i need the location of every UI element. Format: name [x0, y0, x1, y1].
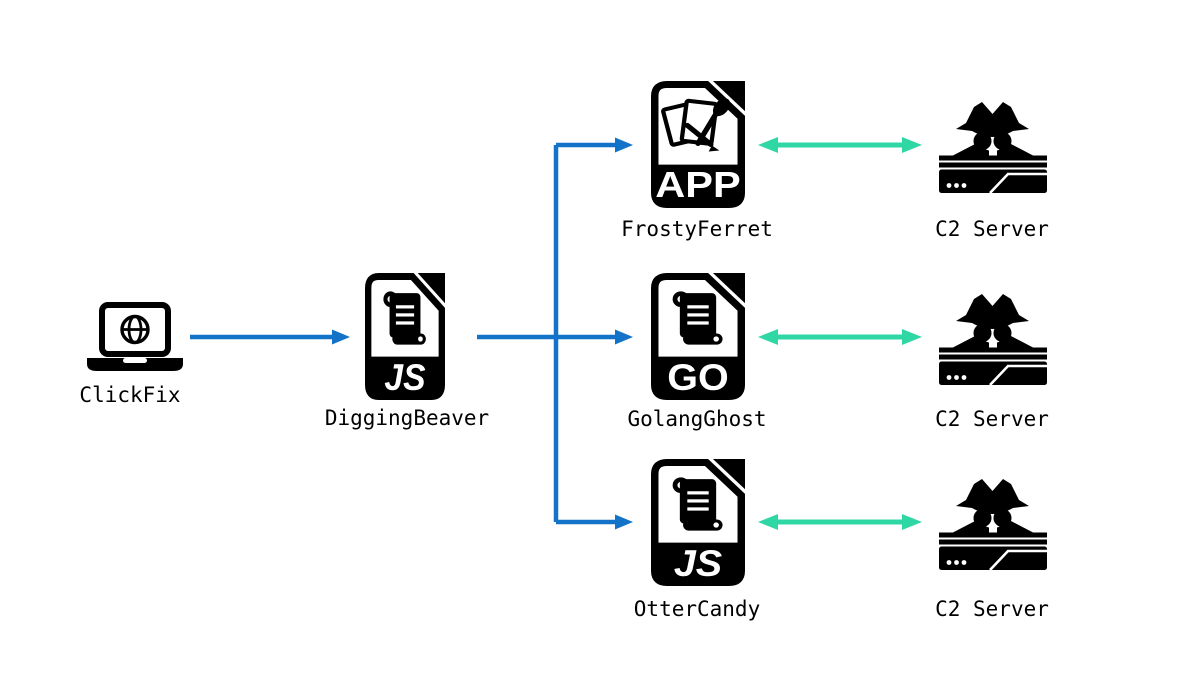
- scroll-glyph: [383, 291, 426, 345]
- arrow-golangghost-c2: [758, 329, 922, 345]
- diggingbeaver-label: DiggingBeaver: [324, 406, 490, 430]
- go-script-file-icon: GO: [651, 273, 745, 400]
- file-type-badge: JS: [674, 543, 723, 585]
- app-art-glyph: [661, 98, 731, 152]
- globe-icon: [120, 314, 150, 345]
- c2-top-label: C2 Server: [935, 217, 1049, 241]
- clickfix-label: ClickFix: [79, 383, 181, 407]
- laptop-globe-icon: [87, 302, 183, 371]
- js-script-file-icon: JS: [651, 459, 745, 586]
- c2-middle-label: C2 Server: [935, 407, 1049, 431]
- js-script-file-icon: JS: [365, 273, 445, 400]
- arrow-diggingbeaver-to-golangghost: [477, 329, 633, 345]
- ottercandy-label: OtterCandy: [633, 597, 761, 621]
- folded-corner: [712, 273, 745, 304]
- golangghost-label: GolangGhost: [627, 407, 767, 431]
- file-type-badge: GO: [667, 357, 728, 399]
- spy-server-icon: [939, 102, 1047, 193]
- arrow-ottercandy-c2: [758, 514, 922, 530]
- arrow-diggingbeaver-to-ottercandy: [556, 514, 633, 530]
- file-type-badge: APP: [655, 164, 740, 205]
- folded-corner: [712, 81, 745, 112]
- scroll-glyph: [672, 477, 723, 531]
- c2-bottom-label: C2 Server: [935, 597, 1049, 621]
- file-type-badge: JS: [384, 356, 425, 398]
- arrow-diggingbeaver-to-frostyferret: [556, 137, 633, 153]
- frostyferret-label: FrostyFerret: [621, 217, 773, 241]
- app-file-icon: APP: [651, 81, 745, 208]
- arrow-frostyferret-c2: [758, 137, 922, 153]
- folded-corner: [712, 459, 745, 490]
- spy-server-icon: [939, 479, 1047, 570]
- spy-server-icon: [939, 294, 1047, 385]
- folded-corner: [417, 273, 445, 304]
- arrow-clickfix-to-diggingbeaver: [190, 329, 350, 345]
- scroll-glyph: [672, 291, 723, 345]
